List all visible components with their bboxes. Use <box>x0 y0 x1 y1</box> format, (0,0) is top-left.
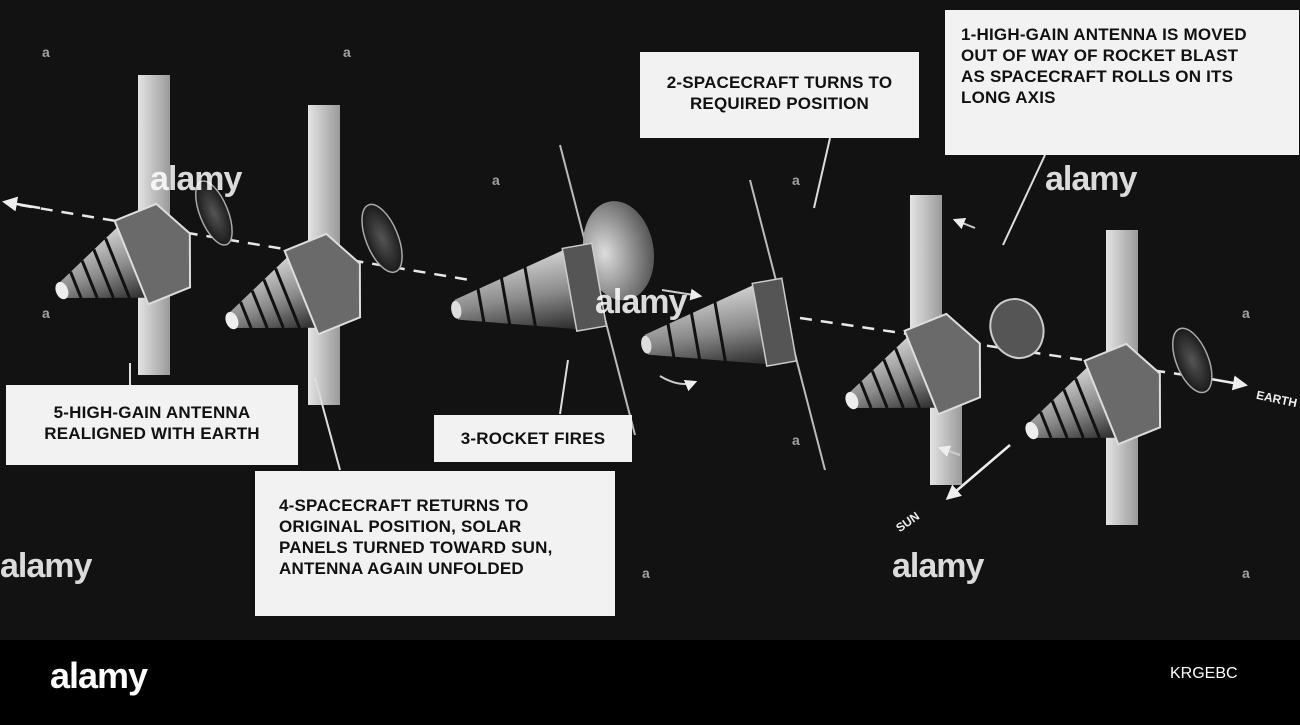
turn-arrow <box>661 288 703 301</box>
watermark-letter: a <box>792 432 800 448</box>
step-1-line: OUT OF WAY OF ROCKET BLAST <box>961 46 1239 65</box>
image-code: KRGEBC <box>1170 665 1238 682</box>
watermark-letter: a <box>42 305 50 321</box>
step-4-line: ANTENNA AGAIN UNFOLDED <box>279 559 524 578</box>
step-3-line: 3-ROCKET FIRES <box>460 429 606 448</box>
motion-arrow <box>937 445 961 457</box>
diagram-artwork <box>2 75 1248 525</box>
watermark-letter: a <box>42 44 50 60</box>
step-2-line: REQUIRED POSITION <box>689 94 870 113</box>
spacecraft-5 <box>55 75 233 375</box>
step-2-callout: 2-SPACECRAFT TURNS TO REQUIRED POSITION <box>640 52 919 138</box>
spacecraft-4 <box>225 105 403 405</box>
step-2-line: 2-SPACECRAFT TURNS TO <box>666 73 893 92</box>
watermark-letter: a <box>492 172 500 188</box>
spacecraft-2 <box>641 179 826 471</box>
watermark: alamy <box>595 283 687 321</box>
watermark: alamy <box>892 547 984 585</box>
step-1-line: LONG AXIS <box>961 88 1056 107</box>
leader-lines <box>129 137 1046 471</box>
step-3-callout: 3-ROCKET FIRES <box>434 415 632 462</box>
watermark-letter: a <box>1242 305 1250 321</box>
watermark: alamy <box>0 547 92 585</box>
spacecraft-1a <box>845 195 1045 485</box>
watermark: alamy <box>150 160 242 198</box>
footer-brand-logo: alamy <box>50 655 148 696</box>
footer-bar <box>0 640 1300 725</box>
spacecraft-1b <box>1025 230 1213 525</box>
step-5-callout: 5-HIGH-GAIN ANTENNA REALIGNED WITH EARTH <box>6 385 298 465</box>
diagram-stage: alamy alamy alamy alamy alamy a a a a a … <box>0 0 1300 640</box>
step-5-line: REALIGNED WITH EARTH <box>44 424 260 443</box>
sun-arrow <box>945 444 1011 500</box>
spacecraft-3 <box>451 144 655 436</box>
step-1-line: 1-HIGH-GAIN ANTENNA IS MOVED <box>961 25 1247 44</box>
watermark: alamy <box>1045 160 1137 198</box>
motion-arrow <box>952 217 976 230</box>
step-4-line: 4-SPACECRAFT RETURNS TO <box>279 496 529 515</box>
watermark-letter: a <box>642 565 650 581</box>
watermark-letter: a <box>1242 565 1250 581</box>
watermark-letter: a <box>792 172 800 188</box>
step-4-line: PANELS TURNED TOWARD SUN, <box>279 538 553 557</box>
step-4-callout: 4-SPACECRAFT RETURNS TO ORIGINAL POSITIO… <box>255 471 615 616</box>
step-5-line: 5-HIGH-GAIN ANTENNA <box>53 403 251 422</box>
step-4-line: ORIGINAL POSITION, SOLAR <box>279 517 522 536</box>
rotation-arrow <box>659 375 698 392</box>
step-1-callout: 1-HIGH-GAIN ANTENNA IS MOVED OUT OF WAY … <box>945 10 1299 155</box>
step-1-line: AS SPACECRAFT ROLLS ON ITS <box>961 67 1234 86</box>
watermark-letter: a <box>343 44 351 60</box>
